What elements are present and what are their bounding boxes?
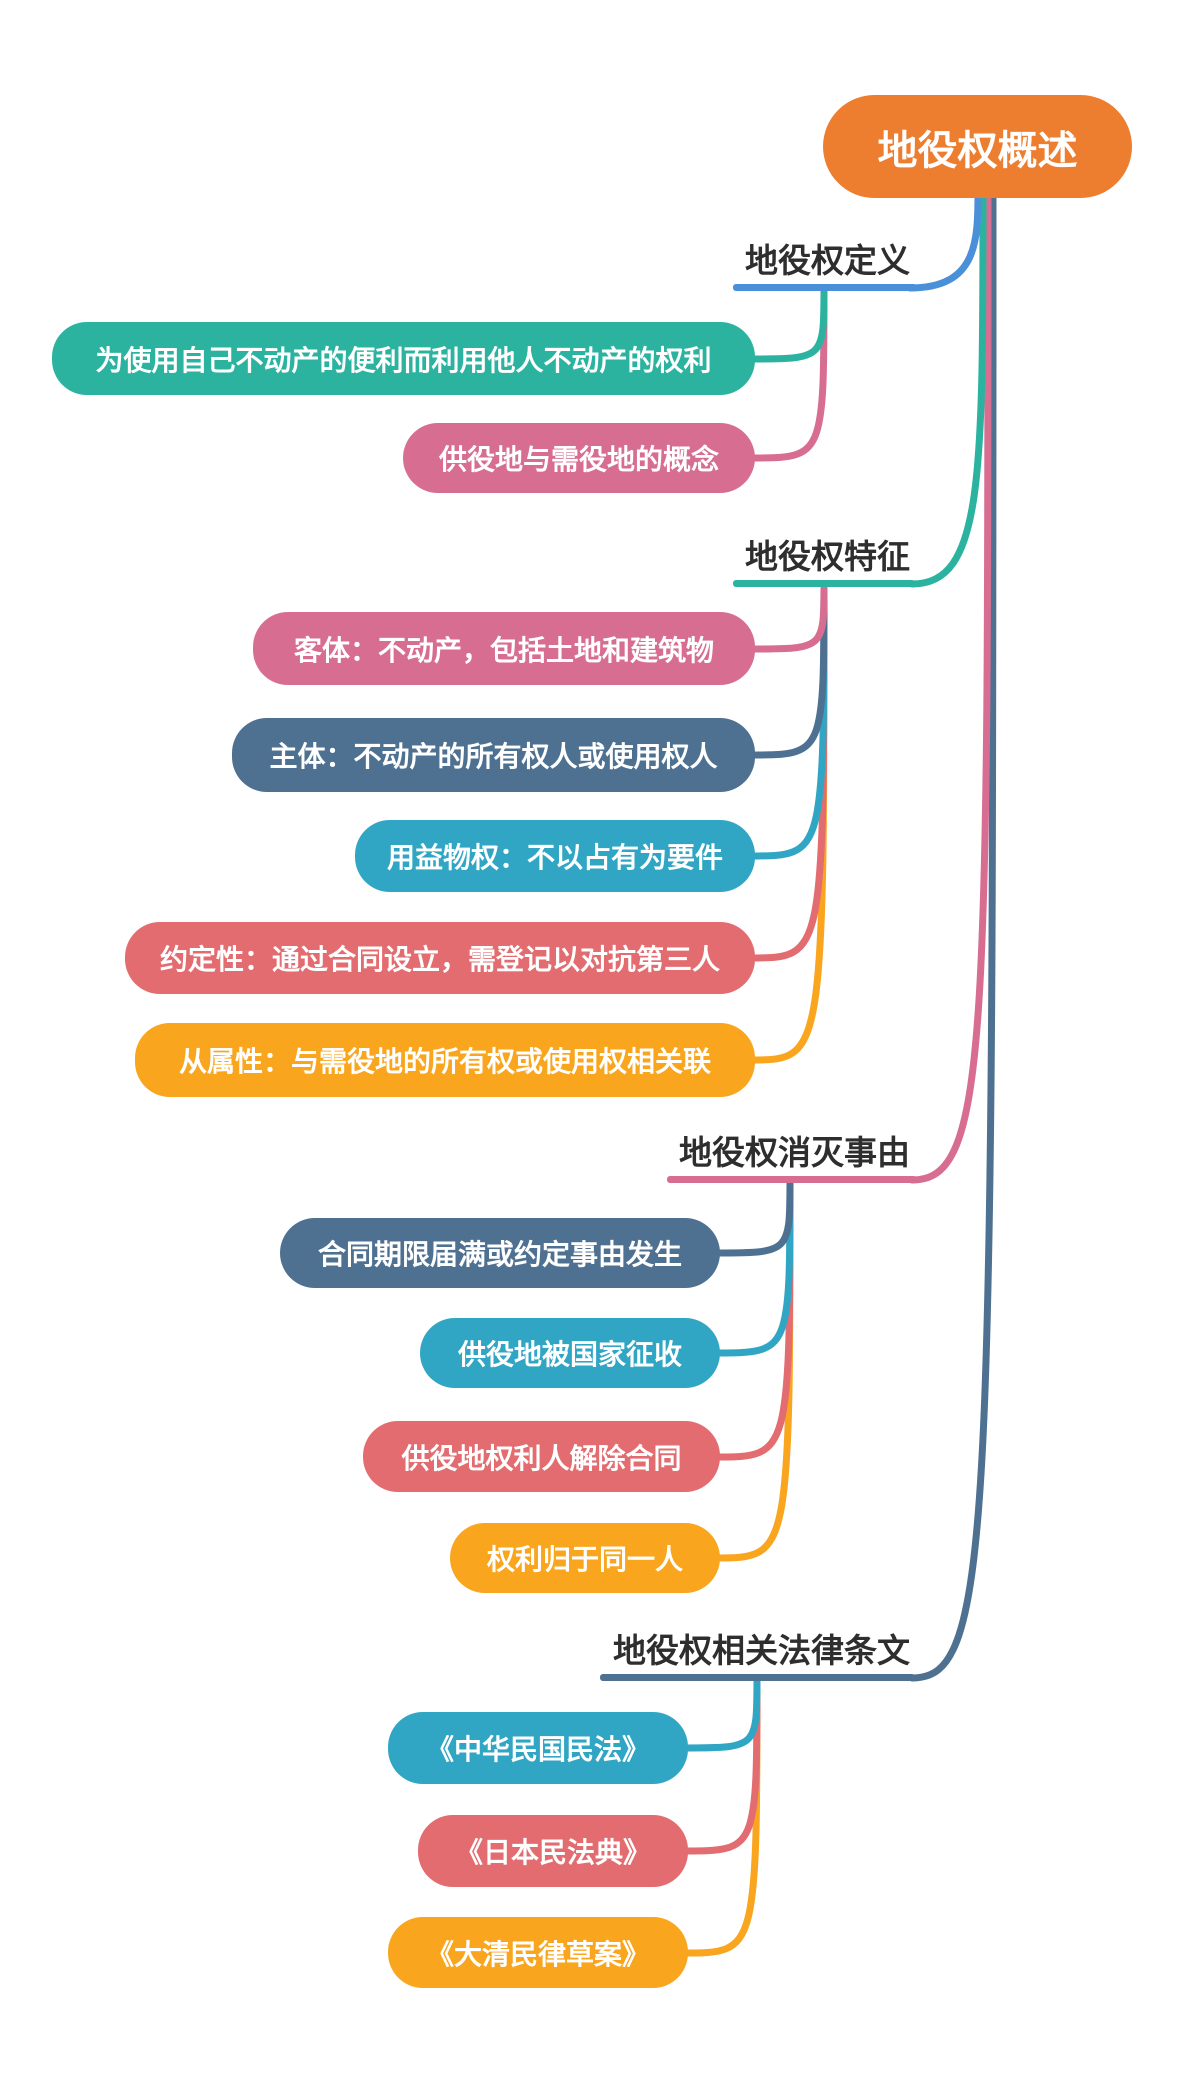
branch-3-child-3-node[interactable]: 供役地权利人解除合同: [363, 1421, 720, 1492]
link-branch4-child1: [680, 1674, 761, 1752]
link-root-to-branch-3: [908, 186, 992, 1184]
link-branch4-child2: [680, 1674, 761, 1855]
link-branch2-child1: [747, 580, 828, 653]
branch-4-child-3-node[interactable]: 《大清民律草案》: [388, 1917, 688, 1988]
branch-2-child-4-node[interactable]: 约定性：通过合同设立，需登记以对抗第三人: [125, 922, 755, 994]
branch-2-child-2-node[interactable]: 主体：不动产的所有权人或使用权人: [232, 718, 755, 792]
link-branch1-child1: [747, 284, 828, 363]
link-branch3-child2: [712, 1176, 794, 1357]
branch-4-title[interactable]: 地役权相关法律条文: [613, 1632, 910, 1669]
branch-3-child-2-node[interactable]: 供役地被国家征收: [420, 1318, 720, 1388]
branch-4-underline: [600, 1674, 915, 1681]
branch-3-child-4-node[interactable]: 权利归于同一人: [450, 1523, 720, 1593]
branch-1-underline: [733, 284, 917, 291]
link-branch2-child3: [747, 580, 828, 860]
link-branch3-child3: [712, 1176, 794, 1461]
link-root-to-branch-2: [908, 186, 987, 588]
branch-2-title[interactable]: 地役权特征: [745, 538, 910, 575]
link-root-to-branch-1: [906, 186, 982, 292]
branch-2-child-1-node[interactable]: 客体：不动产，包括土地和建筑物: [253, 612, 755, 685]
branch-3-title[interactable]: 地役权消灭事由: [679, 1134, 910, 1171]
link-root-to-branch-4: [908, 186, 997, 1682]
link-branch2-child2: [747, 580, 828, 759]
branch-3-underline: [667, 1176, 917, 1183]
branch-4-child-2-node[interactable]: 《日本民法典》: [418, 1815, 688, 1887]
link-branch4-child3: [680, 1674, 761, 1957]
branch-2-child-5-node[interactable]: 从属性：与需役地的所有权或使用权相关联: [135, 1023, 755, 1097]
root-node[interactable]: 地役权概述: [823, 95, 1132, 198]
branch-4-child-1-node[interactable]: 《中华民国民法》: [388, 1712, 688, 1784]
link-branch1-child2: [747, 284, 828, 462]
branch-1-title[interactable]: 地役权定义: [745, 242, 910, 279]
branch-2-underline: [733, 580, 915, 587]
link-branch3-child4: [712, 1176, 794, 1562]
branch-2-child-3-node[interactable]: 用益物权：不以占有为要件: [355, 820, 755, 892]
branch-1-child-1-node[interactable]: 为使用自己不动产的便利而利用他人不动产的权利: [52, 322, 755, 395]
branch-1-child-2-node[interactable]: 供役地与需役地的概念: [403, 423, 755, 493]
link-branch3-child1: [712, 1176, 794, 1257]
branch-3-child-1-node[interactable]: 合同期限届满或约定事由发生: [280, 1218, 720, 1288]
